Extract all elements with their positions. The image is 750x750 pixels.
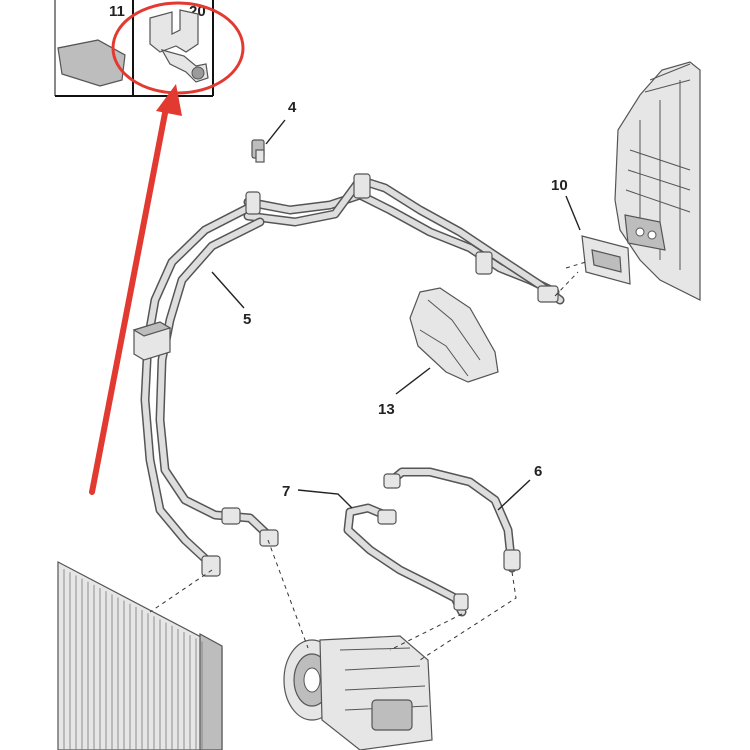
evaporator-housing [614, 61, 701, 301]
gasket-part-10 [581, 235, 631, 285]
dash-10 [565, 261, 587, 269]
bracket-part-20 [149, 9, 209, 83]
label-part-13: 13 [378, 401, 395, 418]
sensor-part-4 [251, 139, 265, 163]
receiver-drier [132, 321, 172, 361]
pipe-fittings [201, 173, 559, 577]
leader-4 [265, 119, 286, 145]
label-part-6: 6 [534, 463, 542, 480]
label-part-10: 10 [551, 177, 568, 194]
leader-13 [395, 367, 431, 395]
leader-5 [211, 271, 245, 309]
pad-part-11 [57, 39, 126, 87]
label-part-11: 11 [109, 3, 125, 20]
pipe-part-6 [383, 467, 521, 573]
leader-7 [297, 489, 353, 509]
leader-10 [565, 195, 581, 231]
label-part-7: 7 [282, 483, 290, 500]
highlight-circle [111, 1, 245, 95]
pipe-part-7 [343, 503, 469, 617]
assembly-dash-lines [149, 271, 579, 661]
label-part-5: 5 [243, 311, 251, 328]
highlight-arrow [89, 84, 182, 495]
condenser [57, 561, 223, 750]
label-part-4: 4 [288, 99, 297, 116]
cover-part-13 [409, 287, 499, 383]
condenser-fins [63, 569, 203, 750]
compressor [283, 635, 433, 750]
leader-6 [497, 479, 531, 511]
